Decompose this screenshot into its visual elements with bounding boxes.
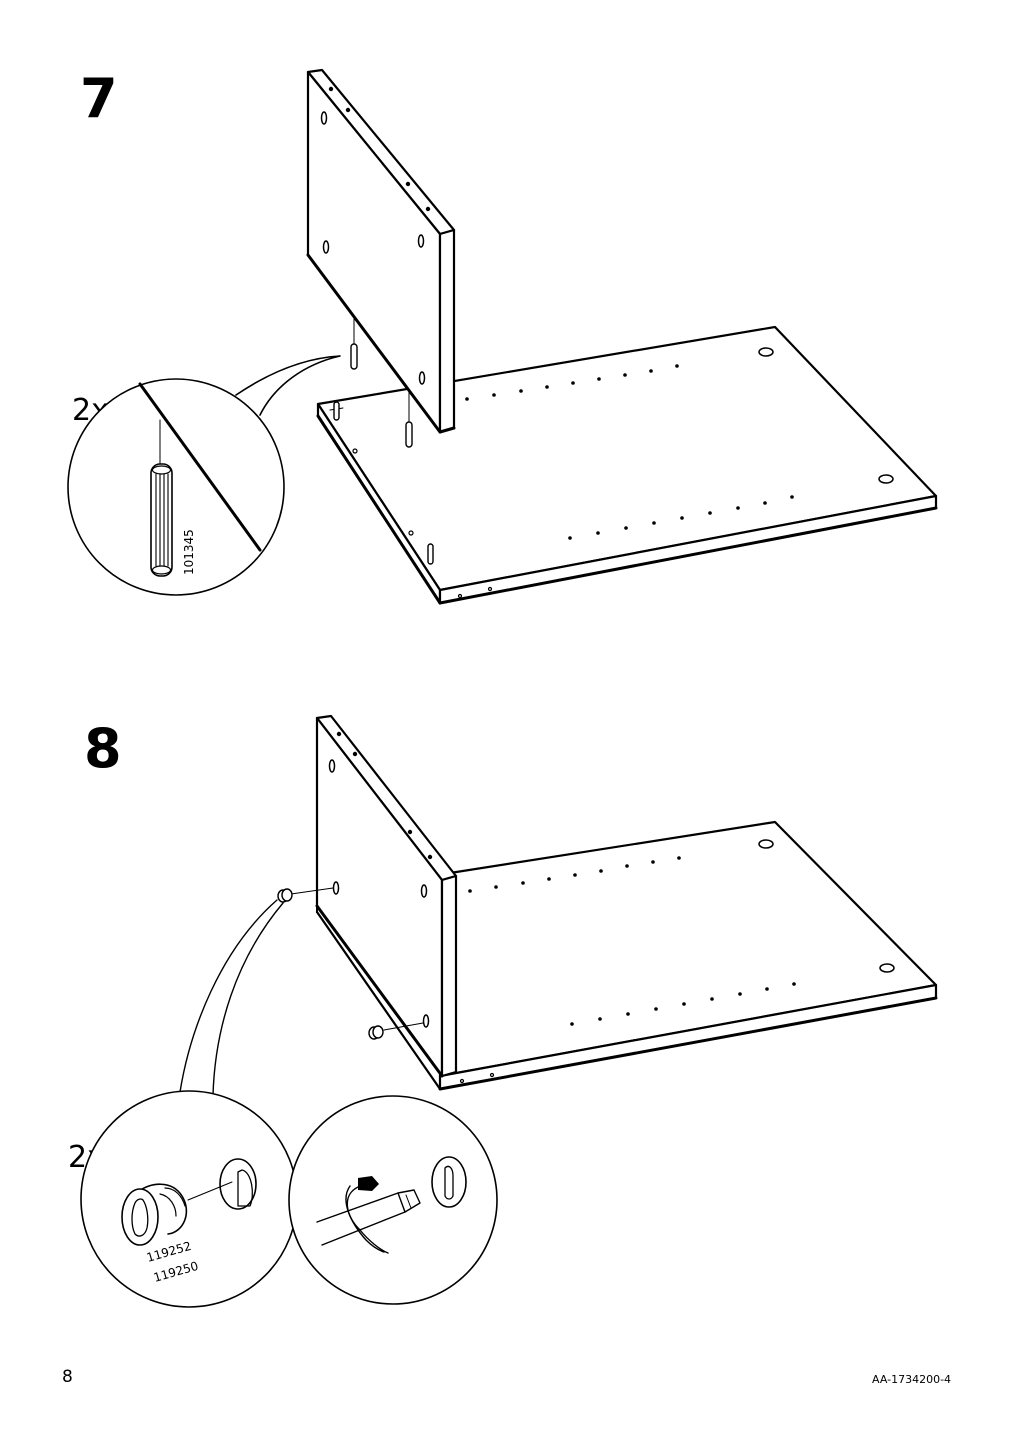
step-7-number: 7 [80, 67, 118, 130]
cam-lock-icon [277, 887, 424, 1040]
step-8-detail-callout-insert: 119252 119250 [80, 1090, 298, 1308]
bottom-board [316, 325, 938, 605]
side-panel [315, 714, 458, 1091]
wooden-dowel-icon [333, 315, 434, 565]
bottom-board [438, 820, 938, 1091]
part-number-101345: 101345 [182, 529, 196, 575]
rotate-arrow-icon [345, 1176, 389, 1254]
step-8-number: 8 [84, 717, 122, 780]
page-number: 8 [62, 1367, 73, 1387]
document-code: AA-1734200-4 [872, 1373, 952, 1386]
step-7-illustration: 101345 [67, 68, 938, 605]
step-8-detail-callout-turn [288, 1095, 498, 1305]
side-panel [306, 68, 456, 434]
screwdriver-icon [316, 1189, 421, 1246]
step-7-detail-callout: 101345 [67, 355, 341, 596]
step-8-illustration: 119252 119250 [80, 714, 938, 1308]
